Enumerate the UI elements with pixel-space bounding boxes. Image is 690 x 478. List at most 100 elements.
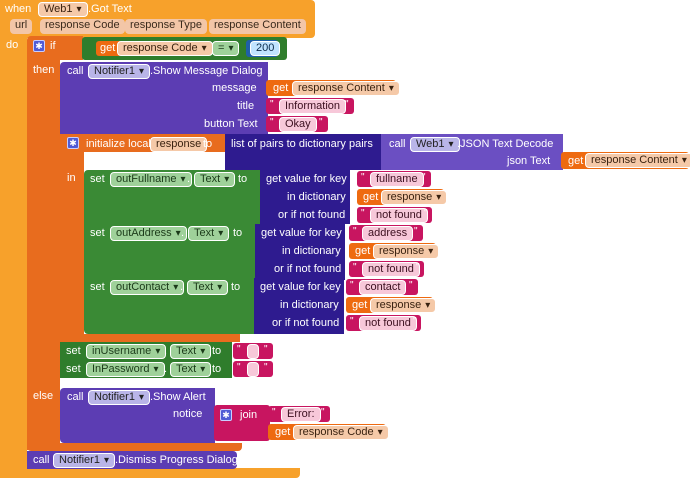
set-prop-dropdown[interactable]: Text [170, 344, 212, 359]
set-label: set [66, 363, 81, 375]
set-component-dropdown[interactable]: outContact [110, 280, 185, 295]
set-to-label: to [238, 173, 248, 185]
set-to-label: to [231, 281, 241, 293]
message-var-dropdown[interactable]: response Content [292, 81, 400, 96]
call-label: call [67, 391, 84, 403]
set-component-dropdown[interactable]: InPassword [86, 362, 165, 377]
event-body-left-bar [0, 30, 27, 478]
param-response-content[interactable]: response Content [209, 19, 306, 34]
set-to-label: to [233, 227, 243, 239]
get-label: get [363, 191, 379, 203]
quote-icon: " [424, 208, 428, 219]
set-label: set [90, 227, 105, 239]
quote-icon: " [321, 407, 325, 418]
set-label: set [90, 281, 105, 293]
join-label: join [240, 409, 258, 421]
empty-text-field[interactable] [247, 344, 259, 359]
get-label: get [275, 426, 291, 438]
do-label: do [6, 39, 19, 51]
message-label: message [212, 82, 257, 94]
quote-icon: " [237, 362, 241, 373]
quote-icon: " [270, 99, 274, 110]
key-label: get value for key [260, 281, 341, 293]
notfound-text-field[interactable]: not found [359, 316, 417, 331]
code-var-dropdown[interactable]: response Code [293, 425, 389, 440]
notifier-dropdown[interactable]: Notifier1 [88, 64, 150, 79]
call-label: call [67, 65, 84, 77]
if-gear-icon[interactable]: ✱ [33, 40, 45, 52]
param-response-code[interactable]: response Code [40, 19, 125, 34]
key-label: get value for key [266, 173, 347, 185]
title-label: title [237, 100, 255, 112]
error-text-field[interactable]: Error: [281, 407, 321, 422]
initialize-local-left-bar [60, 152, 84, 342]
key-text-field[interactable]: fullname [370, 172, 424, 187]
quote-icon: " [345, 99, 349, 110]
dict-label: in dictionary [280, 299, 339, 311]
notfound-label: or if not found [274, 263, 342, 275]
dot-label: . [181, 227, 185, 239]
quote-icon: " [264, 344, 268, 355]
set-label: set [66, 345, 81, 357]
quote-icon: " [272, 407, 276, 418]
method-label: .Show Message Dialog [150, 65, 263, 77]
init-gear-icon[interactable]: ✱ [67, 137, 79, 149]
set-component-dropdown[interactable]: inUsername [86, 344, 167, 359]
button-text-field[interactable]: Okay [279, 117, 317, 132]
init-var-field[interactable]: response [150, 137, 208, 152]
key-text-field[interactable]: address [362, 226, 414, 241]
notice-label: notice [173, 408, 203, 420]
call-label: call [389, 138, 406, 150]
set-prop-dropdown[interactable]: Text [187, 280, 229, 295]
get-var-dropdown[interactable]: response Code [117, 41, 213, 56]
notifier-dropdown[interactable]: Notifier1 [53, 453, 115, 468]
key-text-field[interactable]: contact [359, 280, 407, 295]
when-label: when [5, 3, 32, 15]
event-body-bottom [0, 468, 300, 478]
set-prop-dropdown[interactable]: Text [188, 226, 230, 241]
dot-label: . [180, 281, 184, 293]
quote-icon: " [319, 117, 323, 128]
web1-dropdown[interactable]: Web1 [410, 137, 460, 152]
dismiss-method-label: .Dismiss Progress Dialog [115, 454, 238, 466]
notfound-label: or if not found [278, 209, 346, 221]
notfound-text-field[interactable]: not found [362, 262, 420, 277]
get-value-key-block[interactable] [255, 224, 345, 280]
list-to-dictionary-block[interactable] [225, 134, 383, 170]
title-text-field[interactable]: Information [279, 99, 347, 114]
event-component-dropdown[interactable]: Web1 [38, 2, 88, 17]
dot-label: . [164, 363, 168, 375]
join-gear-icon[interactable]: ✱ [220, 409, 232, 421]
quote-icon: " [350, 316, 354, 327]
set-prop-dropdown[interactable]: Text [194, 172, 236, 187]
event-name-label: .Got Text [88, 3, 132, 15]
set-prop-dropdown[interactable]: Text [170, 362, 212, 377]
dict-label: in dictionary [282, 245, 341, 257]
notfound-label: or if not found [272, 317, 340, 329]
dot-label: . [164, 345, 168, 357]
if-block-left-bar [27, 60, 60, 450]
notfound-text-field[interactable]: not found [370, 208, 428, 223]
in-label: in [67, 172, 76, 184]
set-component-dropdown[interactable]: outAddress [110, 226, 187, 241]
json-var-dropdown[interactable]: response Content [585, 153, 690, 168]
notifier-dropdown[interactable]: Notifier1 [88, 390, 150, 405]
compare-operator-dropdown[interactable]: = [212, 41, 240, 56]
quote-icon: " [416, 262, 420, 273]
if-label: if [50, 40, 56, 52]
json-method-label: .JSON Text Decode [457, 138, 554, 150]
get-value-key-block[interactable] [260, 170, 350, 224]
dict-var-dropdown[interactable]: response [373, 244, 440, 259]
quote-icon: " [350, 280, 354, 291]
quote-icon: " [353, 226, 357, 237]
dict-var-dropdown[interactable]: response [381, 190, 448, 205]
param-url[interactable]: url [10, 19, 33, 34]
number-200-field[interactable]: 200 [250, 41, 281, 56]
empty-text-field[interactable] [247, 362, 259, 377]
dict-var-dropdown[interactable]: response [370, 298, 437, 313]
get-value-key-block[interactable] [254, 278, 344, 334]
set-to-label: to [212, 363, 222, 375]
set-component-dropdown[interactable]: outFullname [110, 172, 192, 187]
param-response-type[interactable]: response Type [125, 19, 207, 34]
quote-icon: " [264, 362, 268, 373]
